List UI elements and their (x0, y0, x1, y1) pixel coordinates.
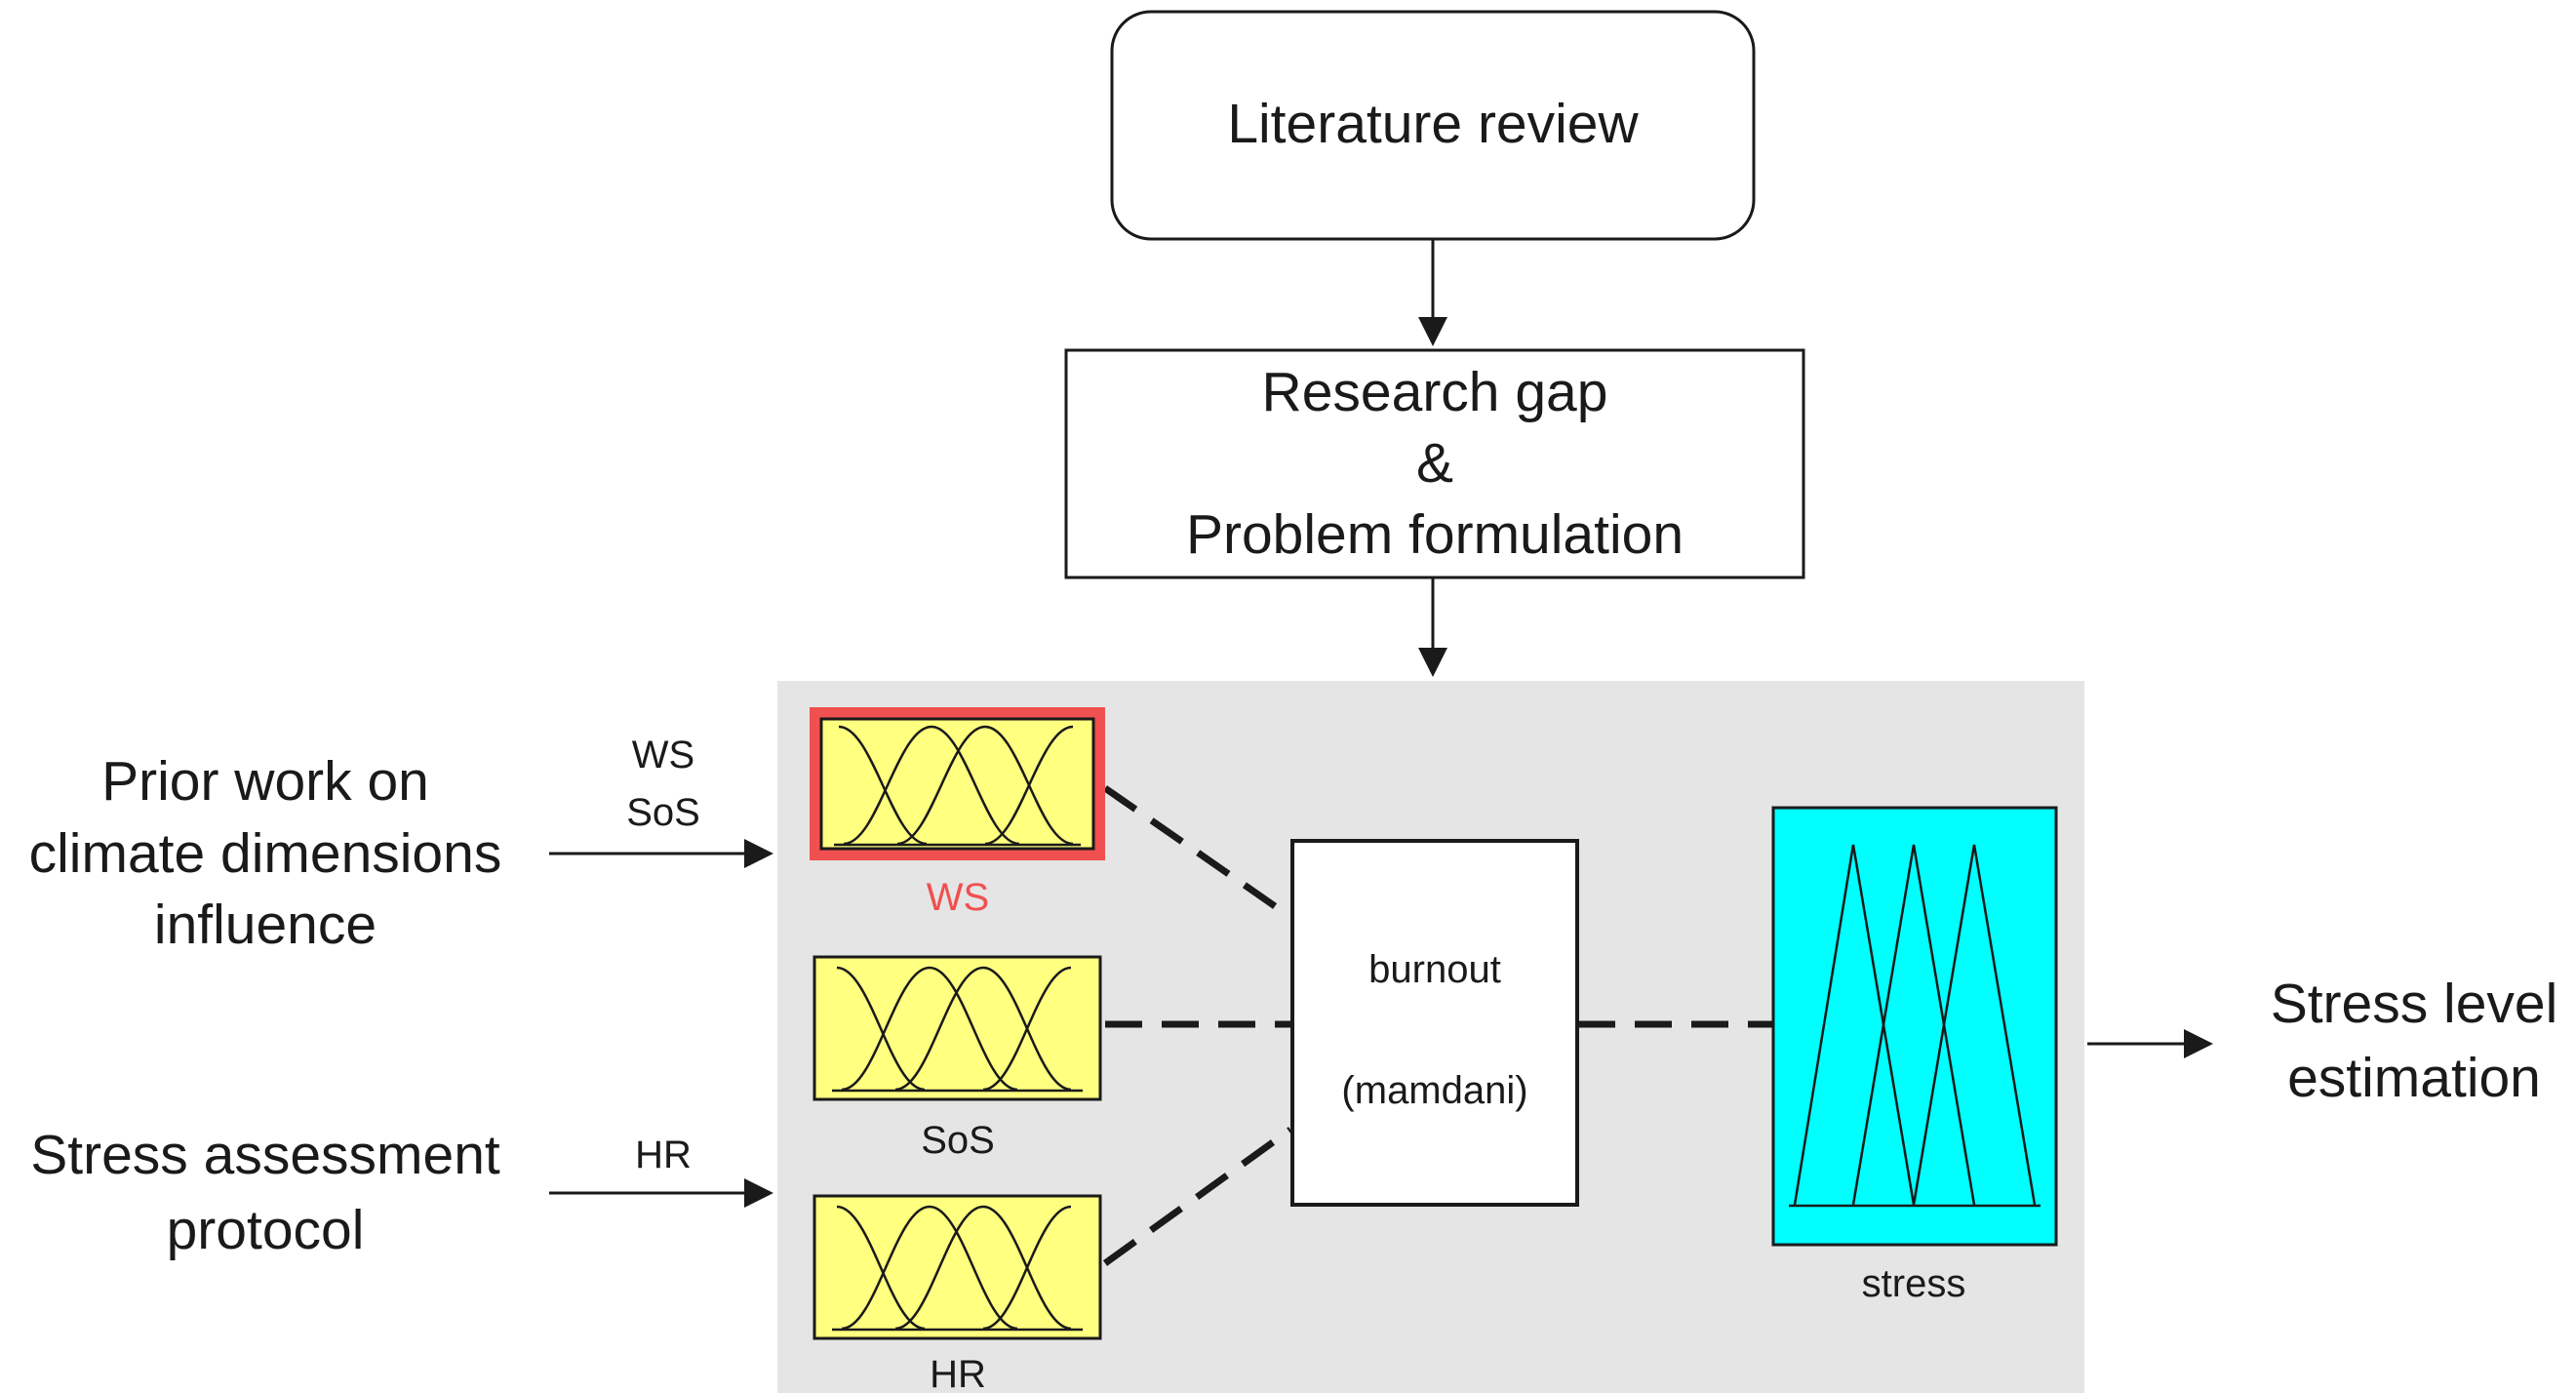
burnout-engine-box (1290, 839, 1579, 1207)
stress-estimation-line2: estimation (2287, 1047, 2541, 1109)
input-sos[interactable]: SoS (812, 955, 1102, 1162)
arrow-label-hr: HR (635, 1134, 692, 1176)
dashed-connections (1102, 785, 1772, 1266)
output-stress[interactable]: stress (1771, 806, 2058, 1305)
input-hr[interactable]: HR (812, 1194, 1102, 1393)
research-gap-line2: & (1416, 432, 1453, 495)
output-stress-label: stress (1862, 1262, 1966, 1305)
arrow-label-ws: WS (632, 734, 694, 776)
research-gap-line3: Problem formulation (1186, 503, 1684, 566)
stress-protocol-line2: protocol (167, 1199, 365, 1261)
arrow-label-sos: SoS (626, 791, 700, 834)
burnout-engine[interactable]: burnout (mamdani) (1290, 839, 1579, 1207)
input-hr-box (812, 1194, 1102, 1340)
input-sos-membership-curves (832, 966, 1083, 1093)
burnout-engine-type: (mamdani) (1341, 1069, 1527, 1112)
stress-estimation-line1: Stress level (2271, 973, 2558, 1035)
input-hr-label: HR (930, 1353, 986, 1393)
prior-work-line3: influence (154, 894, 376, 956)
input-ws-label: WS (927, 876, 989, 919)
stress-protocol-node: Stress assessment protocol (30, 1124, 500, 1261)
prior-work-line1: Prior work on (101, 750, 429, 813)
input-hr-membership-curves (832, 1205, 1083, 1332)
research-gap-line1: Research gap (1262, 361, 1608, 423)
input-sos-box (812, 955, 1102, 1101)
prior-work-line2: climate dimensions (29, 822, 502, 885)
input-sos-label: SoS (921, 1119, 995, 1162)
input-ws-membership-curves (834, 725, 1081, 847)
burnout-engine-name: burnout (1368, 948, 1501, 991)
literature-review-node: Literature review (1110, 10, 1756, 241)
research-gap-node: Research gap & Problem formulation (1064, 348, 1805, 579)
stress-estimation-node: Stress level estimation (2271, 973, 2558, 1109)
stress-protocol-line1: Stress assessment (30, 1124, 500, 1186)
prior-work-node: Prior work on climate dimensions influen… (29, 750, 502, 956)
output-stress-membership-curves (1789, 844, 2041, 1208)
dashed-hr-to-burnout (1102, 1127, 1293, 1266)
output-stress-box (1771, 806, 2058, 1247)
literature-review-label: Literature review (1227, 93, 1639, 155)
dashed-ws-to-burnout (1103, 785, 1292, 920)
input-ws[interactable]: WS (810, 707, 1105, 919)
